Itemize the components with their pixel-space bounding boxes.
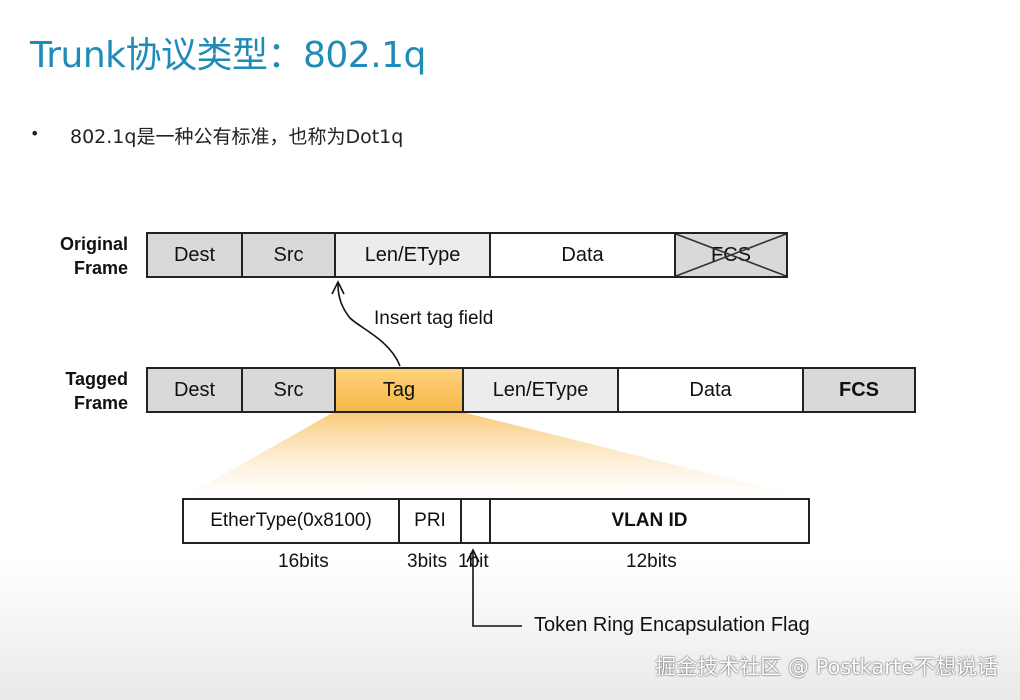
slide-title: Trunk协议类型：802.1q: [30, 35, 426, 76]
field-fcs: FCS: [804, 369, 914, 411]
watermark: 掘金技术社区 @ Postkarte不想说话: [655, 655, 998, 679]
bullet-text: 802.1q是一种公有标准，也称为Dot1q: [70, 126, 404, 148]
field-vlan-id: VLAN ID: [491, 500, 808, 542]
strike-cross-icon: [676, 234, 786, 276]
original-frame: Dest Src Len/EType Data FCS: [146, 232, 788, 278]
original-frame-label: Original Frame: [59, 234, 128, 278]
field-dest: Dest: [148, 369, 243, 411]
field-data: Data: [491, 234, 676, 276]
size-vlan-id: 12bits: [626, 551, 677, 572]
field-pri: PRI: [400, 500, 462, 542]
size-cfi: 1bit: [458, 551, 489, 572]
insert-tag-annotation: Insert tag field: [374, 308, 494, 329]
tag-detail-frame: EtherType(0x8100) PRI VLAN ID: [182, 498, 810, 544]
field-src: Src: [243, 234, 336, 276]
field-data: Data: [619, 369, 804, 411]
token-ring-flag-annotation: Token Ring Encapsulation Flag: [534, 614, 810, 636]
field-tag: Tag: [336, 369, 464, 411]
field-len-etype: Len/EType: [464, 369, 619, 411]
field-cfi: [462, 500, 491, 542]
tagged-frame: Dest Src Tag Len/EType Data FCS: [146, 367, 916, 413]
tagged-frame-label: Tagged Frame: [65, 369, 128, 413]
size-pri: 3bits: [407, 551, 448, 572]
field-dest: Dest: [148, 234, 243, 276]
field-src: Src: [243, 369, 336, 411]
bullet-marker: •: [30, 124, 40, 143]
size-ethertype: 16bits: [278, 551, 329, 572]
slide-background-gradient: [0, 560, 1020, 700]
field-fcs-removed: FCS: [676, 234, 786, 276]
field-len-etype: Len/EType: [336, 234, 491, 276]
field-ethertype: EtherType(0x8100): [184, 500, 400, 542]
